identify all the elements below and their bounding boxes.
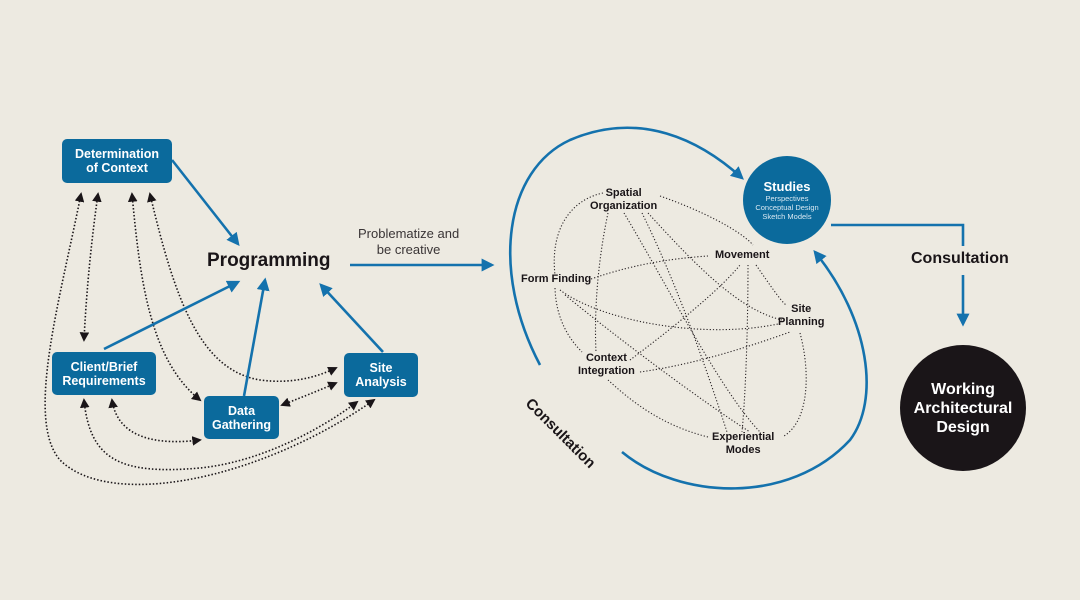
studies-item-perspectives: Perspectives <box>765 194 809 203</box>
determination-of-context-box: Determination of Context <box>62 139 172 183</box>
final-line-1: Working <box>931 380 995 398</box>
determination-line-2: of Context <box>86 161 148 175</box>
site-planning-label: Site Planning <box>778 303 824 329</box>
form-finding-label: Form Finding <box>521 273 592 285</box>
studies-circle: Studies Perspectives Conceptual Design S… <box>743 156 831 244</box>
transition-label: Problematize and be creative <box>358 226 459 258</box>
connector-determination-client <box>79 192 102 342</box>
studies-item-conceptual-design: Conceptual Design <box>755 203 819 212</box>
arrow-determination-programming <box>170 159 240 247</box>
experiential-line-1: Experiential <box>712 431 775 443</box>
connector-data-site <box>280 381 338 407</box>
arrow-client-programming <box>103 280 241 351</box>
consultation-label: Consultation <box>911 250 1009 267</box>
spatial-line-1: Spatial <box>605 187 642 199</box>
programming-label: Programming <box>207 250 331 271</box>
context-line-1: Context <box>585 352 627 364</box>
site-line-2: Analysis <box>355 375 407 389</box>
network-lines <box>553 192 807 438</box>
site-planning-line-2: Planning <box>778 316 825 328</box>
connector-determination-data <box>127 192 202 402</box>
transition-line-1: Problematize and <box>358 226 460 241</box>
studies-title: Studies <box>763 179 811 194</box>
movement-label: Movement <box>715 249 770 261</box>
client-line-2: Requirements <box>62 373 146 388</box>
connector-studies-consultation <box>831 223 965 246</box>
arrow-data-programming <box>242 277 270 397</box>
working-architectural-design-circle: Working Architectural Design <box>900 345 1026 471</box>
client-line-1: Client/Brief <box>70 359 138 374</box>
data-line-2: Gathering <box>211 417 272 432</box>
connector-determination-site <box>147 192 338 383</box>
site-line-1: Site <box>369 361 393 375</box>
determination-line-1: Determination <box>74 147 160 161</box>
studies-item-sketch-models: Sketch Models <box>762 212 812 221</box>
experiential-line-2: Modes <box>725 444 761 456</box>
data-line-1: Data <box>227 403 256 418</box>
dotted-connectors <box>44 192 376 486</box>
connector-determination-site-outer <box>44 192 376 486</box>
final-line-2: Architectural <box>913 399 1013 417</box>
connector-client-data <box>108 398 202 446</box>
context-line-2: Integration <box>578 365 635 377</box>
final-line-3: Design <box>936 418 990 436</box>
data-gathering-box: Data Gathering <box>204 396 279 439</box>
consultation-loop-lower <box>621 249 868 490</box>
experiential-modes-label: Experiential Modes <box>712 431 774 457</box>
site-planning-line-1: Site <box>791 303 812 315</box>
consultation-loop-upper <box>508 126 744 366</box>
context-integration-label: Context Integration <box>578 352 635 378</box>
client-brief-requirements-box: Client/Brief Requirements <box>52 352 156 395</box>
transition-line-2: be creative <box>376 242 441 257</box>
site-analysis-box: Site Analysis <box>344 353 418 397</box>
arrow-site-programming <box>319 283 384 353</box>
connector-client-site <box>79 398 359 471</box>
spatial-organization-label: Spatial Organization <box>590 187 657 213</box>
spatial-line-2: Organization <box>590 200 658 212</box>
